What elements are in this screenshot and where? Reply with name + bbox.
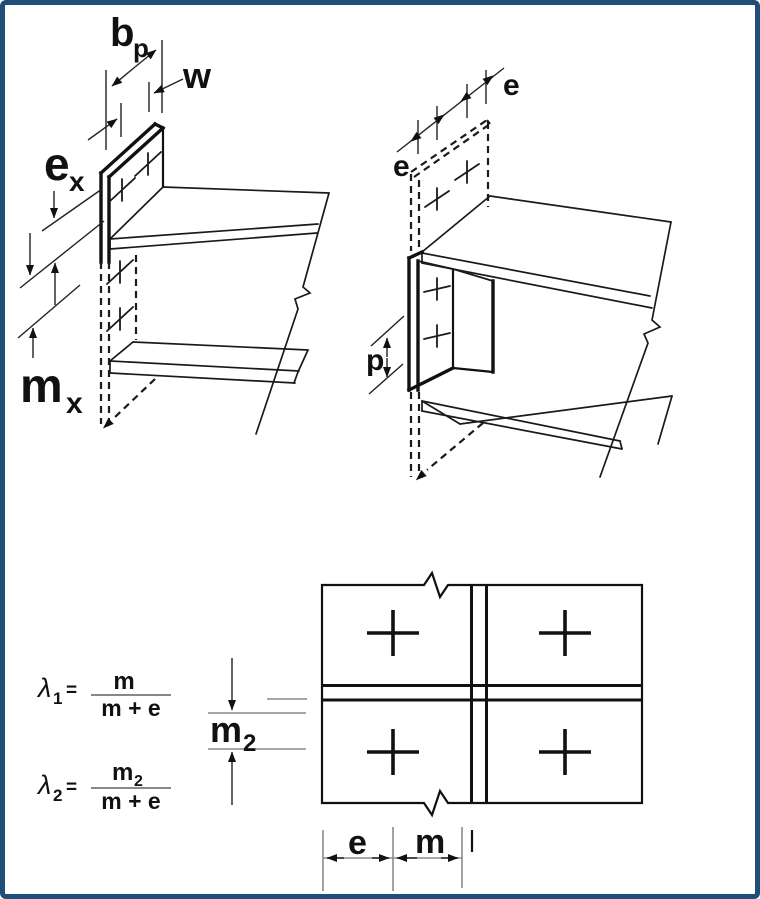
diagram-extended-end-plate: b p w e x m x xyxy=(17,11,330,435)
diagram-flush-end-plate: e e p xyxy=(366,67,673,481)
beam xyxy=(421,195,673,478)
end-plate-hidden-outline xyxy=(99,255,156,429)
label-e-left: e xyxy=(393,150,410,183)
bolt-cross-icon xyxy=(106,151,162,332)
dimension-e-m: e m xyxy=(322,823,474,891)
bolt-cross-icon xyxy=(367,610,591,775)
label-m2-main: m xyxy=(210,709,242,750)
lambda1-denominator: m + e xyxy=(101,695,160,721)
lambda2-denominator: m + e xyxy=(101,788,160,814)
label-mx-main: m xyxy=(20,360,63,413)
beam-break-cut xyxy=(255,192,330,435)
dimension-lines-left xyxy=(17,40,184,358)
lambda2-numerator-main: m xyxy=(112,759,133,786)
beam-web-lines xyxy=(470,584,488,804)
label-e-right: e xyxy=(503,69,520,102)
lambda2-equals: = xyxy=(66,777,77,798)
label-w: w xyxy=(182,55,212,96)
lambda1-subscript: 1 xyxy=(53,689,62,708)
label-p: p xyxy=(366,344,384,377)
plate-outline xyxy=(320,570,644,818)
hidden-extension-plate xyxy=(409,119,491,481)
dimension-lines-right xyxy=(368,67,505,395)
lambda2-numerator-sub: 2 xyxy=(134,773,143,790)
hidden-edge-arrowhead xyxy=(102,418,114,429)
dimension-m2: m 2 xyxy=(208,658,307,805)
label-bp-main: b xyxy=(110,11,134,55)
label-ex-main: e xyxy=(44,138,70,190)
lambda1-equals: = xyxy=(66,680,77,701)
label-e: e xyxy=(348,824,367,862)
beam-flange-lines xyxy=(322,684,642,702)
label-m: m xyxy=(415,823,445,861)
bolt-cross-icon xyxy=(423,160,480,348)
hidden-edge-arrowhead xyxy=(415,470,427,481)
label-m2-sub: 2 xyxy=(243,730,256,757)
label-mx-sub: x xyxy=(66,387,83,420)
lambda2-symbol: λ xyxy=(36,770,51,800)
end-plate xyxy=(98,121,166,264)
label-bp-sub: p xyxy=(133,33,149,63)
lambda2-subscript: 2 xyxy=(53,786,62,805)
formula-lambda1: λ 1 = m m + e xyxy=(36,668,171,721)
lambda1-symbol: λ xyxy=(36,673,51,703)
lambda1-numerator: m xyxy=(113,668,134,695)
diagram-plan-view: m 2 e m xyxy=(208,570,644,891)
end-plate xyxy=(406,249,456,393)
label-ex-sub: x xyxy=(69,166,85,197)
web-stiffener xyxy=(452,268,495,374)
formula-lambda2: λ 2 = m 2 m + e xyxy=(36,759,171,814)
beam-break-cut xyxy=(599,221,672,478)
beam xyxy=(109,186,330,435)
